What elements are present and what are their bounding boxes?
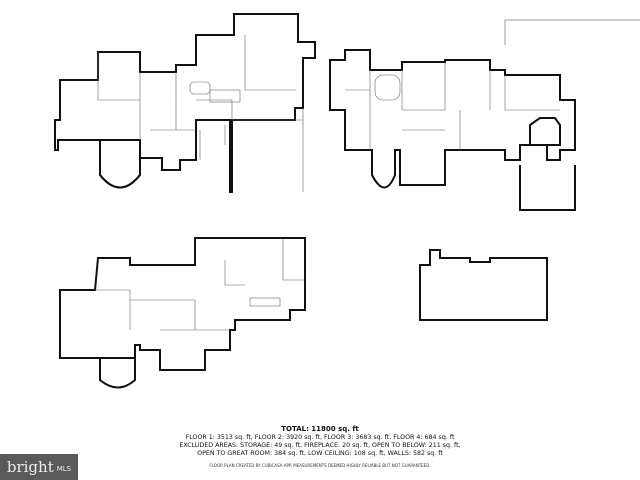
excluded-areas-line-2: OPEN TO GREAT ROOM: 384 sq. ft, LOW CEIL… (197, 450, 443, 457)
logo-brand: bright (6, 458, 54, 476)
floor-3-plan (59, 237, 306, 389)
logo-suffix: MLS (56, 465, 72, 473)
excluded-areas-line-1: EXCLUDED AREAS: STORAGE: 49 sq. ft, FIRE… (179, 442, 461, 449)
floor-1-plan (54, 13, 316, 193)
disclaimer-note: FLOOR PLAN CREATED BY CUBICASA APP. MEAS… (209, 463, 431, 468)
floor-2-plan (329, 19, 640, 211)
total-area: TOTAL: 11800 sq. ft (281, 425, 359, 433)
floor-4-plan (419, 249, 548, 321)
floor-plan-drawing (54, 13, 640, 389)
floor-areas: FLOOR 1: 3513 sq. ft, FLOOR 2: 3920 sq. … (185, 434, 455, 441)
bright-mls-logo: bright MLS (0, 454, 78, 480)
